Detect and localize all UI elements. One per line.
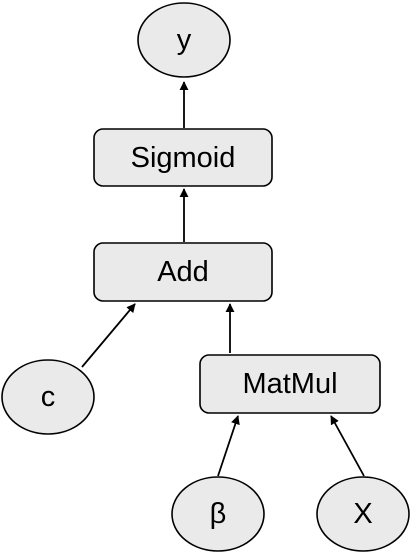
- edge-x-to-matmul: [330, 415, 365, 477]
- node-x-label: X: [353, 498, 372, 530]
- node-y: y: [137, 2, 231, 78]
- edge-c-to-add: [81, 303, 136, 368]
- node-beta: β: [171, 476, 265, 552]
- node-add: Add: [93, 242, 273, 302]
- node-matmul: MatMul: [199, 354, 381, 414]
- node-matmul-label: MatMul: [242, 368, 337, 400]
- node-beta-label: β: [210, 498, 227, 530]
- node-c-label: c: [41, 381, 56, 413]
- node-y-label: y: [177, 24, 192, 56]
- node-sigmoid: Sigmoid: [93, 128, 273, 187]
- edge-beta-to-matmul: [217, 415, 240, 477]
- node-sigmoid-label: Sigmoid: [131, 142, 236, 174]
- node-x: X: [316, 476, 410, 552]
- node-c: c: [1, 359, 95, 435]
- node-add-label: Add: [157, 256, 209, 288]
